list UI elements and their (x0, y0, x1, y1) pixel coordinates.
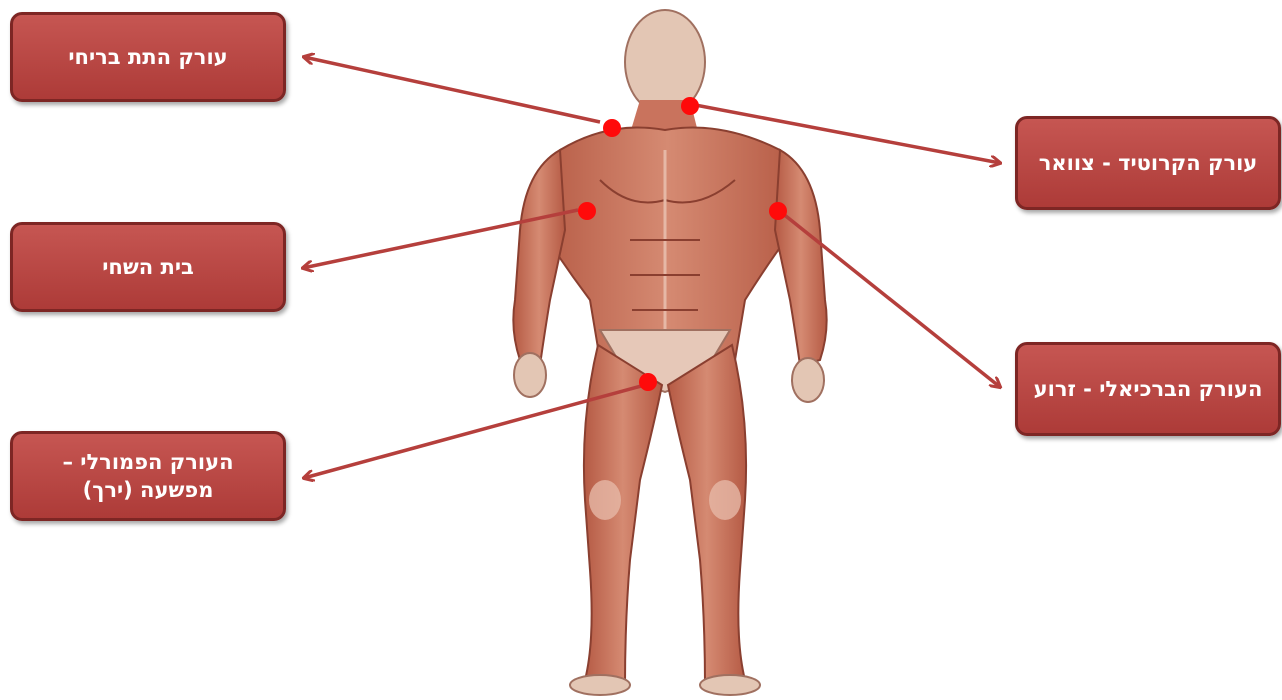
label-femoral-text: העורק הפמורלי – מפשעה (ירך) (27, 448, 269, 504)
pulse-point-brachial-icon (769, 202, 787, 220)
label-carotid: עורק הקרוטיד - צוואר (1015, 116, 1281, 210)
label-brachial: העורק הברכיאלי - זרוע (1015, 342, 1281, 436)
pulse-point-axillary-icon (603, 119, 621, 137)
pulse-point-carotid-icon (681, 97, 699, 115)
label-axillary-text: עורק התת בריחי (68, 43, 227, 71)
pulse-point-femoral-icon (639, 373, 657, 391)
arrow-axillary (304, 57, 600, 122)
label-armpit: בית השחי (10, 222, 286, 312)
pulse-point-armpit-icon (578, 202, 596, 220)
label-carotid-text: עורק הקרוטיד - צוואר (1039, 149, 1258, 177)
label-femoral: העורק הפמורלי – מפשעה (ירך) (10, 431, 286, 521)
label-brachial-text: העורק הברכיאלי - זרוע (1034, 375, 1263, 403)
label-armpit-text: בית השחי (102, 253, 194, 281)
label-axillary: עורק התת בריחי (10, 12, 286, 102)
